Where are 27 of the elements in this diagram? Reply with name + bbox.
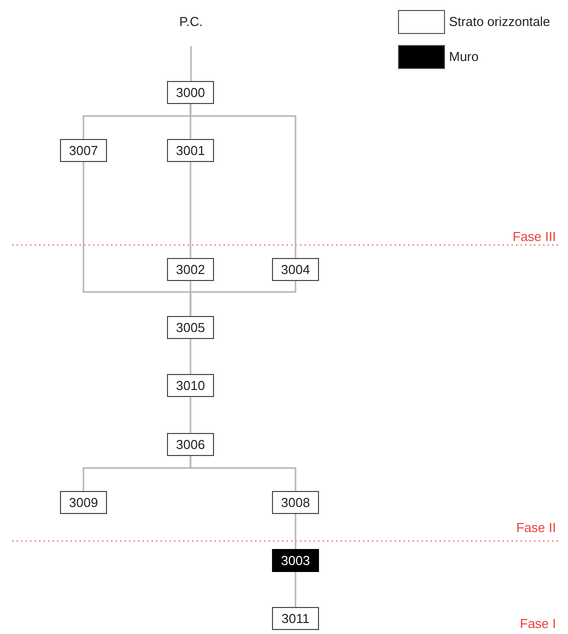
layer-unit-box: 3004 bbox=[272, 258, 319, 281]
layer-unit-box: 3005 bbox=[167, 316, 214, 339]
phase-label: Fase III bbox=[512, 228, 556, 246]
surface-label: P.C. bbox=[166, 12, 216, 32]
phase-label: Fase I bbox=[520, 615, 556, 633]
connector-line bbox=[190, 397, 192, 433]
layer-unit-box: 3007 bbox=[60, 139, 107, 162]
layer-unit-box: 3006 bbox=[167, 433, 214, 456]
connector-line bbox=[294, 572, 296, 607]
layer-unit-box: 3000 bbox=[167, 81, 214, 104]
connector-line bbox=[190, 281, 296, 316]
connector-line bbox=[190, 162, 192, 258]
phase-label: Fase II bbox=[516, 519, 556, 537]
layer-unit-box: 3010 bbox=[167, 374, 214, 397]
layer-unit-box: 3008 bbox=[272, 491, 319, 514]
legend-label: Strato orizzontale bbox=[449, 13, 550, 31]
connector-line bbox=[190, 104, 296, 258]
legend-label: Muro bbox=[449, 48, 479, 66]
layer-unit-box: 3001 bbox=[167, 139, 214, 162]
wall-unit-box: 3003 bbox=[272, 549, 319, 572]
layer-unit-box: 3011 bbox=[272, 607, 319, 630]
connector-line bbox=[190, 339, 192, 374]
layer-unit-box: 3002 bbox=[167, 258, 214, 281]
connector-line bbox=[190, 456, 296, 491]
connector-line bbox=[294, 514, 296, 549]
connector-line bbox=[190, 46, 192, 81]
layer-unit-box: 3009 bbox=[60, 491, 107, 514]
